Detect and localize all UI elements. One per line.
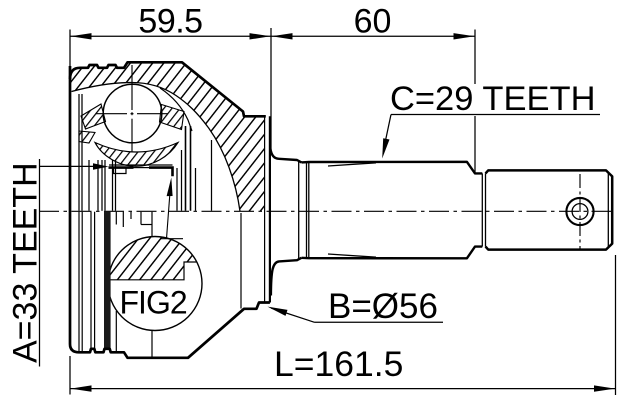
svg-text:60: 60 (354, 3, 392, 41)
svg-text:A=33 TEETH: A=33 TEETH (7, 162, 45, 363)
svg-text:B=Ø56: B=Ø56 (328, 287, 438, 326)
svg-text:FIG2: FIG2 (120, 285, 187, 321)
svg-text:C=29 TEETH: C=29 TEETH (390, 80, 595, 118)
svg-text:59.5: 59.5 (138, 2, 202, 40)
svg-text:L=161.5: L=161.5 (274, 344, 403, 384)
